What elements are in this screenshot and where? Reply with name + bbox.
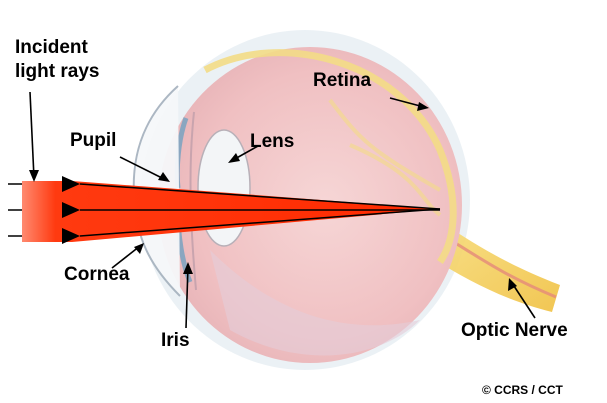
iris-label: Iris — [161, 330, 190, 352]
optic-nerve-label: Optic Nerve — [461, 320, 568, 342]
copyright-notice: © CCRS / CCT — [482, 383, 563, 397]
lens-label: Lens — [250, 131, 294, 153]
incident-light-rays-label-line1: Incident — [15, 37, 88, 59]
incident-light-rays-label-line2: light rays — [15, 61, 99, 83]
pupil-label: Pupil — [70, 130, 116, 152]
retina-label: Retina — [313, 70, 371, 92]
cornea-label: Cornea — [64, 264, 129, 286]
